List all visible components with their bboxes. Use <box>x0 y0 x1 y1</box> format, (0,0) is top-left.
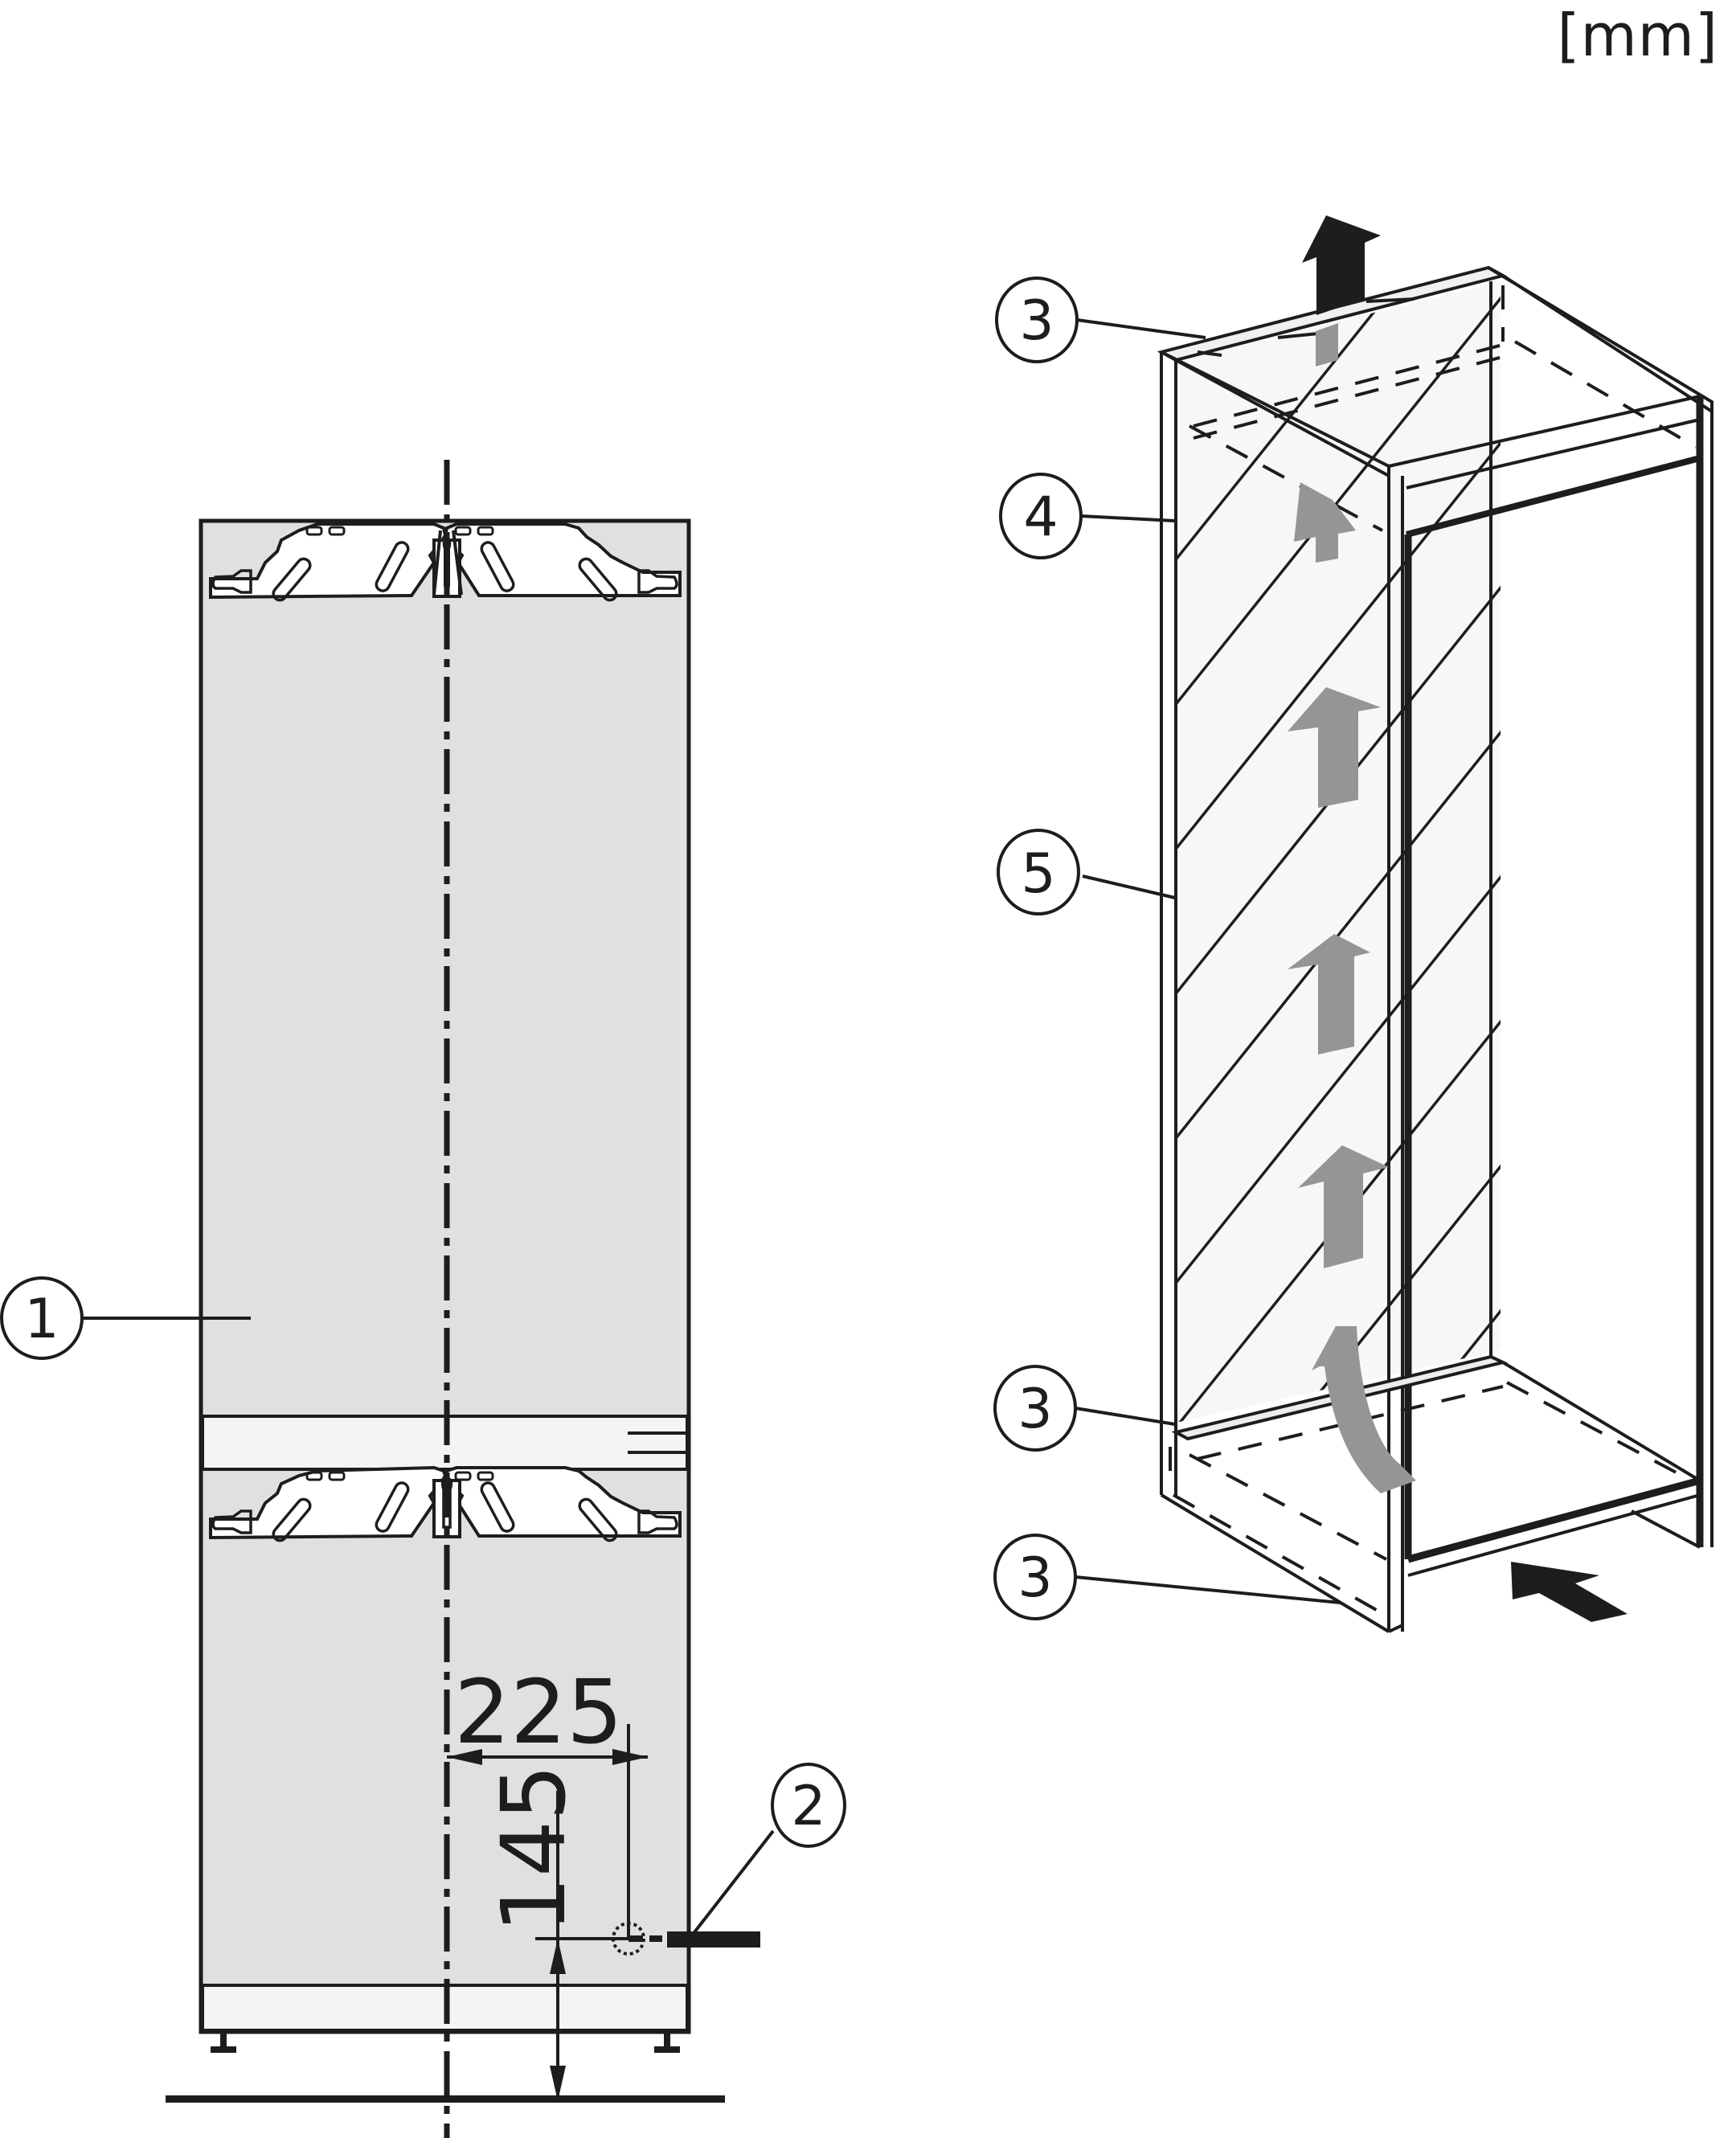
airflow-arrow-curved <box>1312 1326 1416 1493</box>
airflow-arrow-4 <box>1298 1145 1389 1268</box>
ventilation-duct <box>1176 281 1501 1423</box>
svg-text:2: 2 <box>791 1775 825 1838</box>
exhaust-arrow-icon <box>1302 215 1381 315</box>
power-socket-position <box>612 1922 760 1956</box>
intake-arrow-icon <box>1511 1562 1628 1622</box>
airflow-arrow-2 <box>1288 687 1381 808</box>
unit-label: [mm] <box>1557 2 1718 69</box>
callout-4: 4 <box>999 473 1176 559</box>
callout-5: 5 <box>997 829 1176 915</box>
svg-text:4: 4 <box>1023 485 1058 549</box>
dimension-145: 145 <box>482 1764 635 2101</box>
svg-text:3: 3 <box>1017 1378 1052 1441</box>
airflow-arrow-1 <box>1294 482 1356 563</box>
floor-line <box>166 2032 725 2103</box>
dimension-225: 225 <box>447 1661 648 1938</box>
airflow-arrow-3 <box>1288 934 1370 1055</box>
svg-text:1: 1 <box>24 1288 59 1351</box>
svg-text:3: 3 <box>1019 289 1054 353</box>
airflow-arrow-top <box>1316 323 1338 367</box>
callout-3-top: 3 <box>995 276 1206 363</box>
svg-text:145: 145 <box>482 1764 585 1933</box>
callout-3-plinth: 3 <box>993 1534 1341 1620</box>
svg-text:5: 5 <box>1021 842 1055 906</box>
callout-1: 1 <box>0 1276 251 1360</box>
svg-text:3: 3 <box>1017 1546 1052 1610</box>
callout-2: 2 <box>693 1763 846 1934</box>
svg-text:225: 225 <box>454 1661 623 1763</box>
cabinet-side-wall <box>1160 352 1713 1632</box>
callout-3-bottom: 3 <box>993 1365 1176 1452</box>
airflow-arrows <box>1288 323 1416 1493</box>
